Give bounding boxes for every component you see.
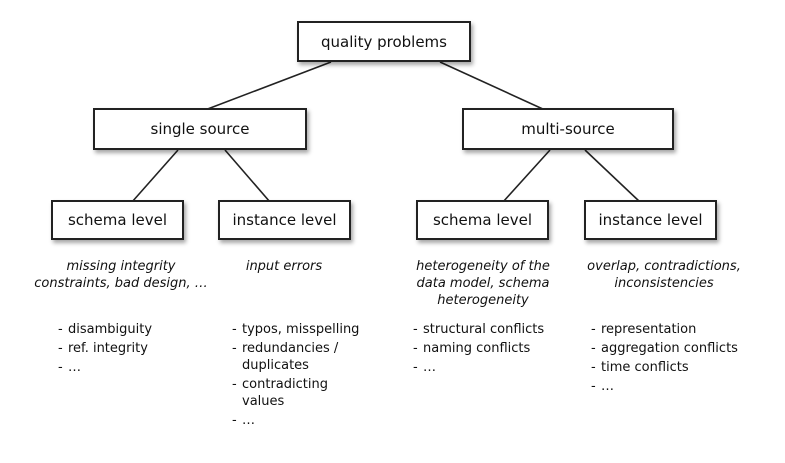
single-instance-description: input errors	[224, 258, 344, 275]
edge-multi-schema	[502, 149, 551, 203]
description-line: inconsistencies	[614, 276, 714, 291]
list-item: contradicting values	[232, 376, 359, 410]
edge-single-schema	[131, 149, 179, 203]
list-item: …	[591, 378, 738, 395]
list-item: aggregation conflicts	[591, 340, 738, 357]
multi-source-label: multi-source	[521, 120, 615, 138]
list-item: …	[58, 359, 152, 376]
list-item: redundancies / duplicates	[232, 340, 359, 374]
list-item: disambiguity	[58, 321, 152, 338]
multi-schema-items: structural conflicts naming conflicts …	[413, 321, 544, 378]
edge-root-multi	[439, 61, 546, 111]
description-line: data model, schema	[416, 276, 550, 291]
single-schema-label: schema level	[67, 211, 168, 229]
list-item: …	[232, 412, 359, 429]
single-schema-node: schema level	[51, 200, 184, 240]
multi-instance-label: instance level	[598, 211, 703, 229]
edge-single-instance	[224, 149, 271, 203]
multi-source-node: multi-source	[462, 108, 674, 150]
multi-instance-description: overlap, contradictions, inconsistencies	[574, 258, 754, 292]
single-source-node: single source	[93, 108, 307, 150]
single-instance-node: instance level	[218, 200, 351, 240]
list-item: naming conflicts	[413, 340, 544, 357]
single-schema-description: missing integrity constraints, bad desig…	[21, 258, 221, 292]
multi-schema-description: heterogeneity of the data model, schema …	[398, 258, 568, 309]
edge-multi-instance	[584, 149, 641, 203]
list-item: …	[413, 359, 544, 376]
list-item: typos, misspelling	[232, 321, 359, 338]
edge-root-single	[204, 61, 332, 111]
list-item: structural conflicts	[413, 321, 544, 338]
list-item: representation	[591, 321, 738, 338]
root-node: quality problems	[297, 21, 471, 62]
multi-schema-node: schema level	[416, 200, 549, 240]
description-line: constraints, bad design, …	[34, 276, 208, 291]
description-line: heterogeneity of the	[416, 259, 550, 274]
single-instance-label: instance level	[232, 211, 337, 229]
list-item: ref. integrity	[58, 340, 152, 357]
description-line: overlap, contradictions,	[587, 259, 741, 274]
description-line: input errors	[245, 259, 323, 274]
list-item: time conflicts	[591, 359, 738, 376]
single-source-label: single source	[150, 120, 250, 138]
description-line: heterogeneity	[437, 293, 529, 308]
single-instance-items: typos, misspelling redundancies / duplic…	[232, 321, 359, 431]
single-schema-items: disambiguity ref. integrity …	[58, 321, 152, 378]
root-label: quality problems	[321, 32, 447, 51]
description-line: missing integrity	[66, 259, 176, 274]
multi-instance-items: representation aggregation conflicts tim…	[591, 321, 738, 397]
multi-schema-label: schema level	[432, 211, 533, 229]
multi-instance-node: instance level	[584, 200, 717, 240]
